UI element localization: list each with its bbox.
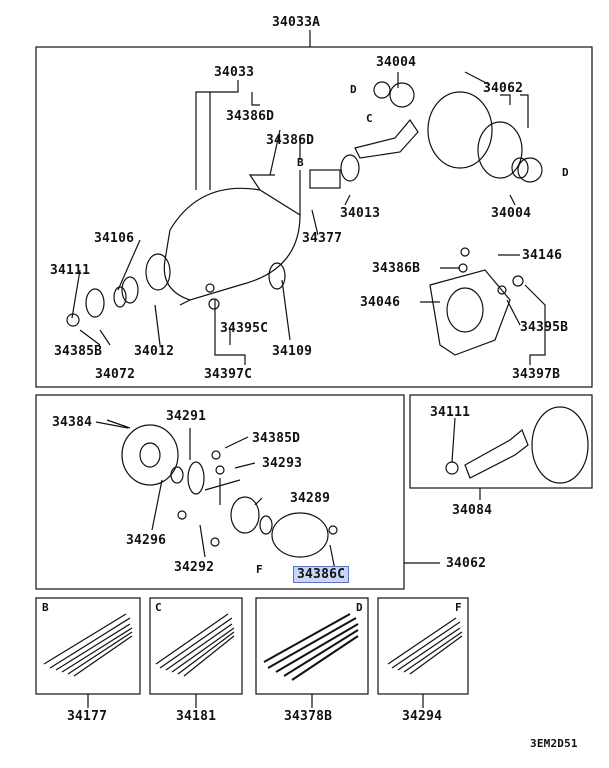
spring-tag-c: C — [155, 601, 162, 614]
part-label-34109[interactable]: 34109 — [272, 344, 313, 359]
part-label-34004-top[interactable]: 34004 — [376, 55, 417, 70]
part-label-34385b[interactable]: 34385B — [54, 344, 103, 359]
spring-tag-d: D — [356, 601, 363, 614]
callout-tag-f: F — [256, 563, 263, 576]
assembly-label: 34033A — [272, 15, 321, 30]
part-label-34012[interactable]: 34012 — [134, 344, 175, 359]
part-label-34294[interactable]: 34294 — [402, 709, 443, 724]
gear-set-frame — [409, 394, 593, 489]
part-label-34377[interactable]: 34377 — [302, 231, 343, 246]
part-label-34385d[interactable]: 34385D — [252, 431, 301, 446]
part-label-34177[interactable]: 34177 — [67, 709, 108, 724]
part-label-34084[interactable]: 34084 — [452, 503, 493, 518]
callout-tag-d-top: D — [350, 83, 357, 96]
spring-tag-b: B — [42, 601, 49, 614]
callout-tag-b: B — [297, 156, 304, 169]
spring-c-coils — [155, 613, 235, 677]
part-label-34292[interactable]: 34292 — [174, 560, 215, 575]
part-label-34062[interactable]: 34062 — [483, 81, 524, 96]
spring-tag-f: F — [455, 601, 462, 614]
part-label-34293[interactable]: 34293 — [262, 456, 303, 471]
spring-frame-b — [35, 597, 141, 695]
part-label-34395b[interactable]: 34395B — [520, 320, 569, 335]
part-label-34181[interactable]: 34181 — [176, 709, 217, 724]
part-label-34397c[interactable]: 34397C — [204, 367, 253, 382]
part-label-34033[interactable]: 34033 — [214, 65, 255, 80]
part-label-34111-gear[interactable]: 34111 — [430, 405, 471, 420]
callout-tag-c: C — [366, 112, 373, 125]
spring-b-coils — [43, 613, 133, 677]
part-label-34386d-a[interactable]: 34386D — [226, 109, 275, 124]
part-label-34013[interactable]: 34013 — [340, 206, 381, 221]
part-label-34296[interactable]: 34296 — [126, 533, 167, 548]
part-label-34395c[interactable]: 34395C — [220, 321, 269, 336]
part-label-34386d-b[interactable]: 34386D — [266, 133, 315, 148]
spring-f-coils — [387, 617, 463, 675]
part-label-34397b[interactable]: 34397B — [512, 367, 561, 382]
part-label-34146[interactable]: 34146 — [522, 248, 563, 263]
part-label-34111-main[interactable]: 34111 — [50, 263, 91, 278]
part-label-34289[interactable]: 34289 — [290, 491, 331, 506]
part-label-34004-bot[interactable]: 34004 — [491, 206, 532, 221]
diagram-code: 3EM2D51 — [530, 737, 578, 750]
spring-frame-d — [255, 597, 369, 695]
spring-frame-c — [149, 597, 243, 695]
part-label-34291[interactable]: 34291 — [166, 409, 207, 424]
spring-d-coils — [263, 613, 359, 681]
part-label-34072[interactable]: 34072 — [95, 367, 136, 382]
part-label-34384[interactable]: 34384 — [52, 415, 93, 430]
callout-tag-d-right: D — [562, 166, 569, 179]
main-assembly-frame — [35, 46, 593, 388]
part-label-34378b[interactable]: 34378B — [284, 709, 333, 724]
differential-frame — [35, 394, 405, 590]
part-label-34062-side[interactable]: 34062 — [446, 556, 487, 571]
part-label-34046[interactable]: 34046 — [360, 295, 401, 310]
part-label-34386c-highlighted[interactable]: 34386C — [293, 566, 350, 583]
part-label-34386b[interactable]: 34386B — [372, 261, 421, 276]
part-label-34106[interactable]: 34106 — [94, 231, 135, 246]
